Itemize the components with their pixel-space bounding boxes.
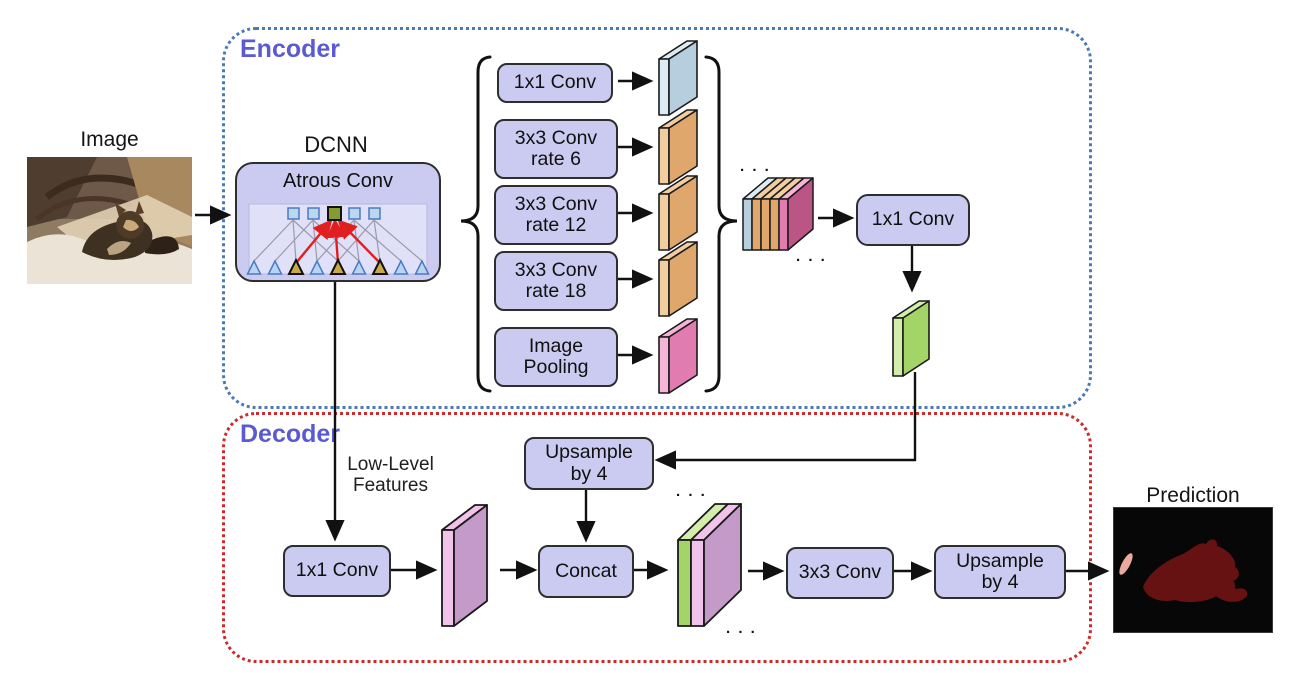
feature-map-orange-2 xyxy=(658,173,699,253)
decoder-conv-1x1-box: 1x1 Conv xyxy=(283,545,391,597)
green-feature-map xyxy=(892,298,939,378)
input-image xyxy=(27,157,192,284)
encoder-conv-1x1-box: 1x1 Conv xyxy=(856,194,970,246)
decoder-concat-stack xyxy=(677,500,744,630)
atrous-conv-diagram xyxy=(246,203,430,275)
atrous-conv-label: Atrous Conv xyxy=(282,170,394,192)
ellipsis-dots: . . . xyxy=(726,620,757,637)
aspp-concat-stack xyxy=(742,176,816,254)
aspp-3x3-rate18-box: 3x3 Conv rate 18 xyxy=(494,251,618,311)
low-level-feature-map xyxy=(441,502,499,628)
prediction-label: Prediction xyxy=(1146,484,1240,507)
feature-map-pink xyxy=(658,316,699,396)
decoder-title: Decoder xyxy=(240,420,341,448)
feature-map-blue xyxy=(658,38,699,118)
dcnn-label: DCNN xyxy=(304,132,368,157)
aspp-1x1-conv-box: 1x1 Conv xyxy=(497,63,613,103)
low-level-features-label: Low-Level Features xyxy=(347,454,434,496)
aspp-3x3-rate6-box: 3x3 Conv rate 6 xyxy=(494,119,618,179)
decoder-conv-3x3-box: 3x3 Conv xyxy=(786,547,894,599)
input-image-label: Image xyxy=(80,128,139,151)
aspp-3x3-rate12-box: 3x3 Conv rate 12 xyxy=(494,185,618,245)
concat-box: Concat xyxy=(538,545,634,598)
dcnn-box: Atrous Conv xyxy=(235,162,441,282)
decoder-upsample-top-box: Upsample by 4 xyxy=(524,437,654,490)
segmentation-mask xyxy=(1113,507,1273,633)
decoder-region xyxy=(222,412,1092,663)
prediction-image xyxy=(1113,507,1273,633)
aspp-image-pooling-box: Image Pooling xyxy=(494,327,618,387)
ellipsis-dots: . . . xyxy=(676,483,707,500)
cat-photo xyxy=(27,157,192,284)
decoder-upsample-final-box: Upsample by 4 xyxy=(934,545,1066,599)
atrous-center-node xyxy=(327,206,342,221)
encoder-title: Encoder xyxy=(240,35,341,63)
feature-map-orange-3 xyxy=(658,239,699,319)
ellipsis-dots: . . . xyxy=(740,158,771,175)
feature-map-orange-1 xyxy=(658,107,699,187)
ellipsis-dots: . . . xyxy=(796,248,827,265)
